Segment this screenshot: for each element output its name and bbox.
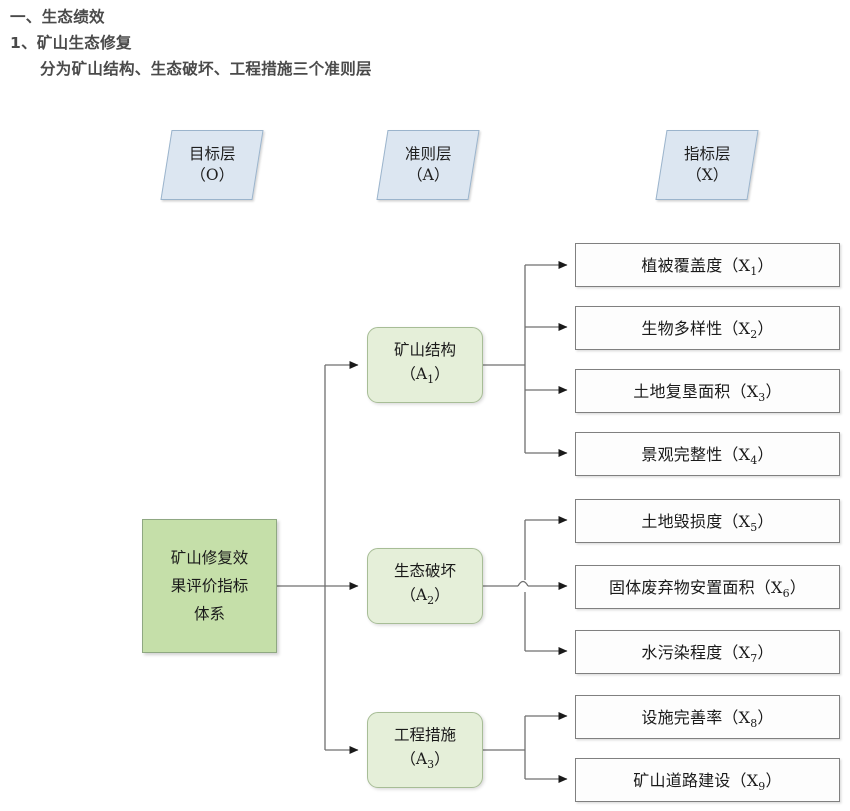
layer-header-indicator-code: （X） — [685, 166, 729, 184]
goal-node-text: 矿山修复效 果评价指标 体系 — [158, 544, 262, 628]
indicator-node-x7-text: 水污染程度（X7） — [641, 642, 774, 666]
indicator-node-x8-text: 设施完善率（X8） — [641, 707, 774, 731]
indicator-node-x7[interactable]: 水污染程度（X7） — [575, 630, 840, 674]
goal-node-line-2: 果评价指标 — [170, 577, 249, 595]
indicator-node-x9-text: 矿山道路建设（X9） — [633, 770, 782, 794]
layer-header-criteria: 准则层 （A） — [376, 130, 480, 200]
indicator-node-x5-text: 土地毁损度（X5） — [641, 511, 774, 535]
layer-header-goal-title: 目标层 — [188, 145, 236, 163]
indicator-node-x3-text: 土地复垦面积（X3） — [633, 381, 782, 405]
layer-header-indicator: 指标层 （X） — [655, 130, 759, 200]
criteria-node-a2-code: （A2） — [400, 585, 450, 608]
layer-header-goal-code: （O） — [190, 166, 234, 184]
indicator-node-x4-text: 景观完整性（X4） — [641, 444, 774, 468]
indicator-node-x9[interactable]: 矿山道路建设（X9） — [575, 758, 840, 802]
layer-header-criteria-code: （A） — [406, 166, 450, 184]
heading-block: 一、生态绩效 1、矿山生态修复 分为矿山结构、生态破坏、工程措施三个准则层 — [0, 0, 850, 82]
criteria-node-a1[interactable]: 矿山结构 （A1） — [367, 327, 483, 403]
layer-header-indicator-text: 指标层 （X） — [684, 144, 731, 186]
criteria-node-a3-name: 工程措施 — [393, 725, 456, 744]
layer-header-criteria-title: 准则层 — [404, 145, 452, 163]
indicator-node-x6-text: 固体废弃物安置面积（X6） — [609, 577, 806, 601]
criteria-node-a2-name: 生态破坏 — [393, 561, 456, 580]
layer-header-indicator-title: 指标层 — [683, 145, 731, 163]
criteria-node-a1-code: （A1） — [400, 364, 450, 387]
criteria-node-a3-code: （A3） — [400, 749, 450, 772]
layer-header-goal-text: 目标层 （O） — [189, 144, 236, 186]
layer-header-criteria-text: 准则层 （A） — [405, 144, 452, 186]
indicator-node-x3[interactable]: 土地复垦面积（X3） — [575, 369, 840, 413]
indicator-node-x2-text: 生物多样性（X2） — [641, 318, 774, 342]
goal-node-line-1: 矿山修复效 — [170, 549, 249, 567]
indicator-node-x6[interactable]: 固体废弃物安置面积（X6） — [575, 565, 840, 609]
indicator-node-x1-text: 植被覆盖度（X1） — [641, 255, 774, 279]
layer-header-goal: 目标层 （O） — [160, 130, 264, 200]
criteria-node-a3[interactable]: 工程措施 （A3） — [367, 712, 483, 788]
criteria-node-a3-text: 工程措施 （A3） — [394, 723, 456, 777]
criteria-node-a2-text: 生态破坏 （A2） — [394, 559, 456, 613]
heading-line-3: 分为矿山结构、生态破坏、工程措施三个准则层 — [40, 60, 372, 78]
indicator-node-x5[interactable]: 土地毁损度（X5） — [575, 499, 840, 543]
indicator-node-x4[interactable]: 景观完整性（X4） — [575, 432, 840, 476]
indicator-node-x8[interactable]: 设施完善率（X8） — [575, 695, 840, 739]
heading-line-2: 1、矿山生态修复 — [10, 34, 132, 52]
criteria-node-a1-name: 矿山结构 — [393, 340, 456, 359]
heading-line-1: 一、生态绩效 — [10, 8, 105, 26]
criteria-node-a2[interactable]: 生态破坏 （A2） — [367, 548, 483, 624]
goal-node-line-3: 体系 — [193, 605, 225, 623]
indicator-node-x2[interactable]: 生物多样性（X2） — [575, 306, 840, 350]
indicator-node-x1[interactable]: 植被覆盖度（X1） — [575, 243, 840, 287]
criteria-node-a1-text: 矿山结构 （A1） — [394, 338, 456, 392]
goal-node[interactable]: 矿山修复效 果评价指标 体系 — [142, 519, 277, 653]
